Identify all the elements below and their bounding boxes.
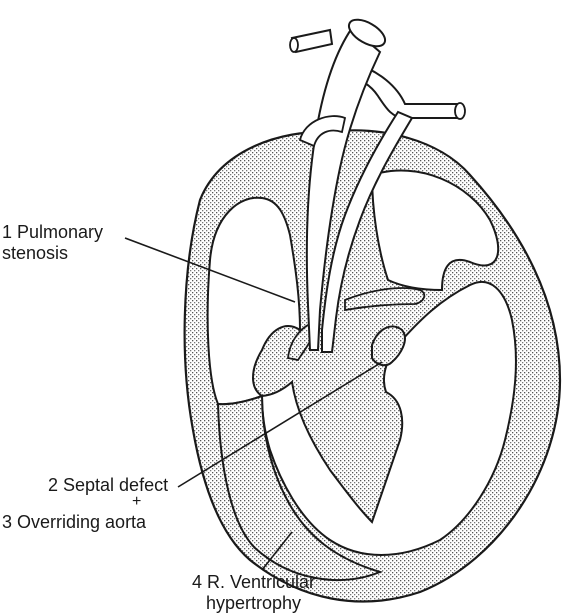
pulmonary-branch-left-opening [290,38,298,52]
label-rv-hypertrophy-line2: hypertrophy [192,593,315,614]
pulmonary-branch-right-opening [455,103,465,119]
label-overriding-aorta-text: 3 Overriding aorta [2,512,146,533]
label-pulmonary-stenosis: 1 Pulmonary stenosis [2,222,103,264]
label-plus-sign: + [48,496,168,508]
label-overriding-aorta: 3 Overriding aorta [2,512,146,533]
label-pulmonary-stenosis-line1: 1 Pulmonary [2,222,103,243]
label-pulmonary-stenosis-line2: stenosis [2,243,103,264]
label-septal-defect-text: 2 Septal defect [48,475,168,496]
label-rv-hypertrophy: 4 R. Ventricular hypertrophy [192,572,315,614]
label-septal-defect: 2 Septal defect + [48,475,168,508]
label-rv-hypertrophy-line1: 4 R. Ventricular [192,572,315,593]
